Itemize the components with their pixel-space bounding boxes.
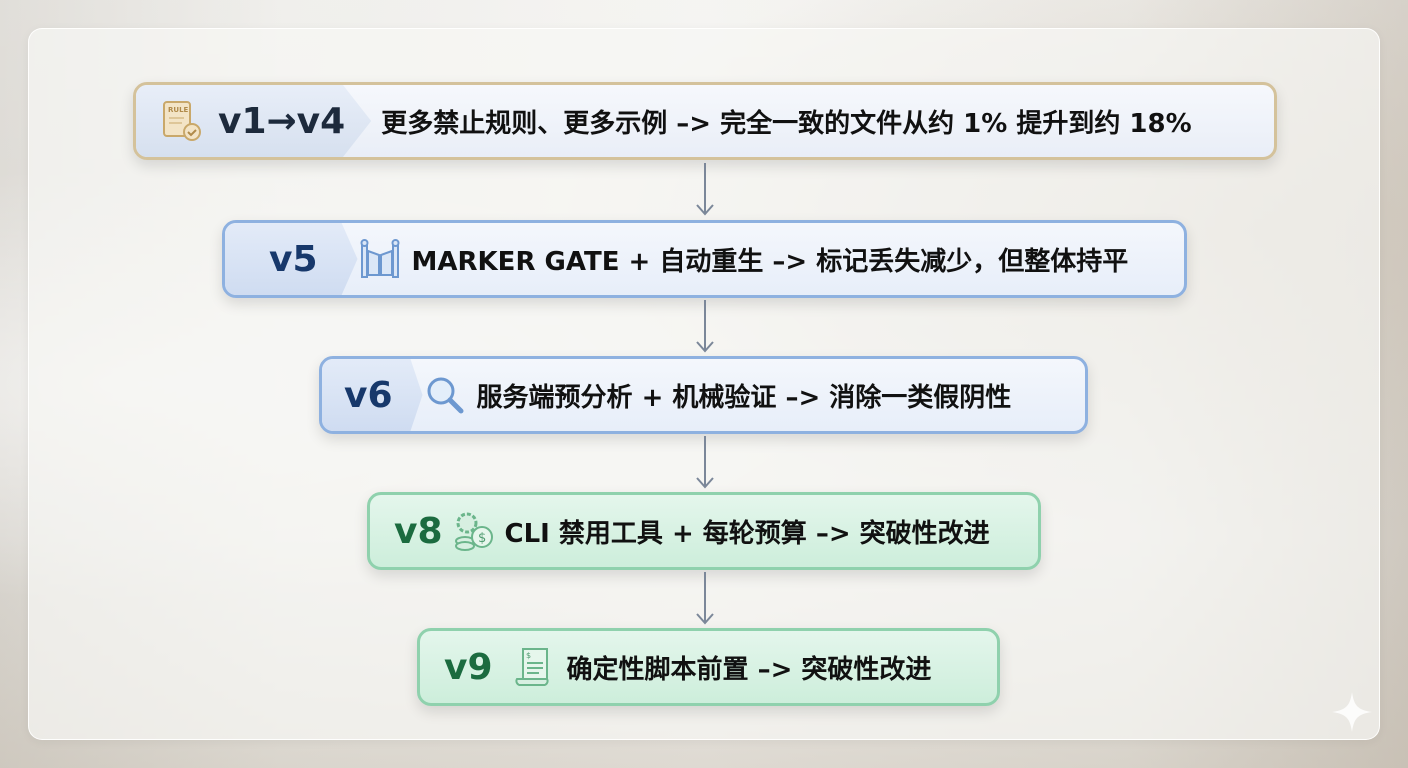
version-label: v8 xyxy=(394,510,443,552)
version-label: v5 xyxy=(269,238,318,280)
arrow-down-icon xyxy=(696,163,714,216)
step-v9: v9 $ 确定性脚本前置 –> 突破性改进 xyxy=(417,628,1000,706)
gear-coins-icon: $ xyxy=(454,512,493,551)
magnifier-icon xyxy=(427,377,464,414)
svg-text:$: $ xyxy=(526,651,531,660)
arrow-down-icon xyxy=(696,572,714,625)
step-v6: v6 服务端预分析 + 机械验证 –> 消除一类假阴性 xyxy=(319,356,1088,434)
version-label: v6 xyxy=(344,374,393,416)
step-text: 服务端预分析 + 机械验证 –> 消除一类假阴性 xyxy=(476,382,1012,413)
script-scroll-icon: $ xyxy=(515,648,549,687)
version-label: v9 xyxy=(444,646,493,688)
step-text: CLI 禁用工具 + 每轮预算 –> 突破性改进 xyxy=(504,518,990,549)
arrow-down-icon xyxy=(696,436,714,489)
step-v8: v8 $ CLI 禁用工具 + 每轮预算 –> 突破性改进 xyxy=(367,492,1041,570)
step-text: MARKER GATE + 自动重生 –> 标记丢失减少，但整体持平 xyxy=(411,246,1129,277)
version-label: v1→v4 xyxy=(218,100,346,142)
gate-icon xyxy=(360,239,400,278)
sparkle-icon xyxy=(1332,692,1372,732)
rule-book-check-icon: RULE xyxy=(163,101,201,141)
svg-text:$: $ xyxy=(478,531,486,546)
step-v1-v4: RULE v1→v4 更多禁止规则、更多示例 –> 完全一致的文件从约 1% 提… xyxy=(133,82,1277,160)
step-text: 确定性脚本前置 –> 突破性改进 xyxy=(566,654,932,685)
step-text: 更多禁止规则、更多示例 –> 完全一致的文件从约 1% 提升到约 18% xyxy=(381,108,1192,139)
arrow-down-icon xyxy=(696,300,714,353)
svg-text:RULE: RULE xyxy=(168,106,189,114)
step-v5: v5 MARKER GATE + 自动重生 –> 标记丢失减少，但整体持平 xyxy=(222,220,1187,298)
